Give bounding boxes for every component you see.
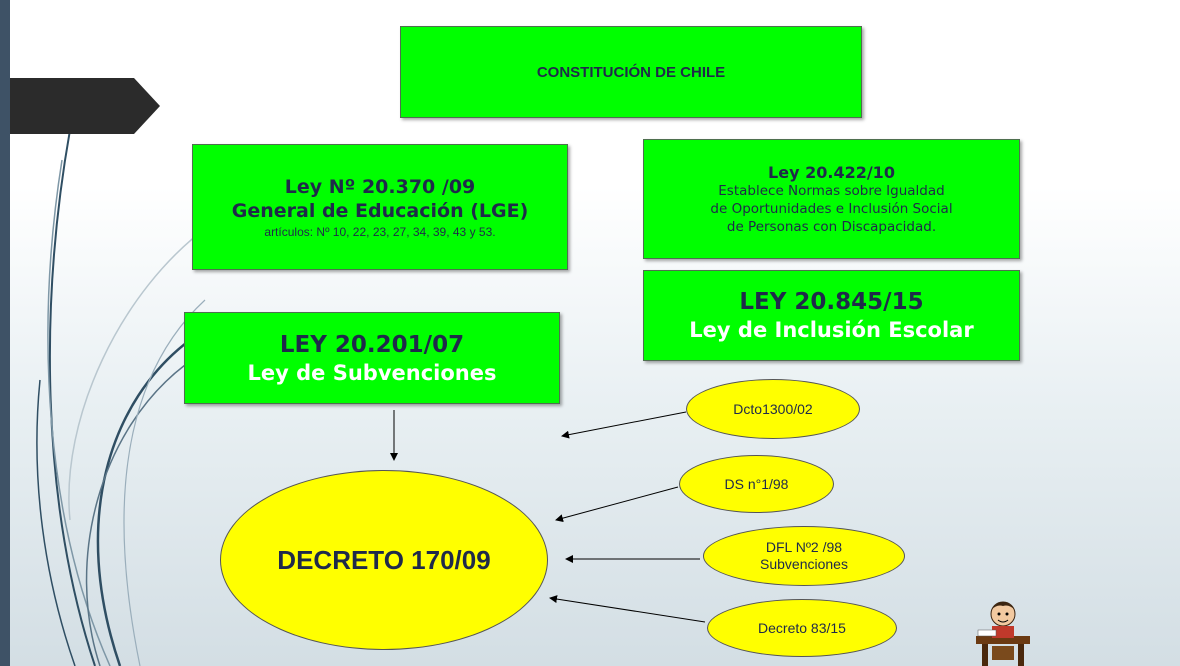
decreto-83-ellipse: Decreto 83/15 xyxy=(707,599,897,657)
decreto-170-label: DECRETO 170/09 xyxy=(277,544,491,575)
left-accent-bar xyxy=(0,0,10,666)
ley-20845-box: LEY 20.845/15 Ley de Inclusión Escolar xyxy=(643,270,1020,361)
dcto-1300-label: Dcto1300/02 xyxy=(733,401,813,417)
constitucion-box: CONSTITUCIÓN DE CHILE xyxy=(400,26,862,118)
decreto-170-ellipse: DECRETO 170/09 xyxy=(220,470,548,650)
ley-20422-desc-line1: Establece Normas sobre Igualdad xyxy=(718,182,945,199)
dfl-2-98-sublabel: Subvenciones xyxy=(760,556,848,572)
ley-20201-box: LEY 20.201/07 Ley de Subvenciones xyxy=(184,312,560,404)
ley-20845-subtitle: Ley de Inclusión Escolar xyxy=(689,318,974,342)
ley-20422-desc-line3: de Personas con Discapacidad. xyxy=(726,218,937,235)
dfl-2-98-ellipse: DFL Nº2 /98 Subvenciones xyxy=(703,526,905,586)
title-banner-shape xyxy=(10,78,160,134)
arrow-ds198-to-decreto170 xyxy=(555,486,679,523)
ds-1-98-label: DS n°1/98 xyxy=(724,476,789,492)
ley-20422-desc-line2: de Oportunidades e Inclusión Social xyxy=(710,200,953,217)
constitucion-label: CONSTITUCIÓN DE CHILE xyxy=(536,63,726,81)
decreto-83-label: Decreto 83/15 xyxy=(758,620,846,636)
ley-20370-box: Ley Nº 20.370 /09 General de Educación (… xyxy=(192,144,568,270)
ley-20370-title: Ley Nº 20.370 /09 xyxy=(284,176,476,198)
ley-20370-articles: artículos: Nº 10, 22, 23, 27, 34, 39, 43… xyxy=(264,225,496,239)
arrow-decreto83-to-decreto170 xyxy=(549,595,706,623)
ds-1-98-ellipse: DS n°1/98 xyxy=(679,455,834,513)
ley-20845-title: LEY 20.845/15 xyxy=(739,289,924,315)
dcto-1300-ellipse: Dcto1300/02 xyxy=(686,379,860,439)
arrow-dcto1300-to-decreto170 xyxy=(561,411,687,439)
decorative-curves xyxy=(36,129,211,666)
ley-20422-title: Ley 20.422/10 xyxy=(768,162,895,182)
ley-20201-subtitle: Ley de Subvenciones xyxy=(247,360,497,385)
student-at-desk-clipart xyxy=(976,601,1030,666)
ley-20370-subtitle: General de Educación (LGE) xyxy=(231,200,529,222)
ley-20201-title: LEY 20.201/07 xyxy=(279,331,465,358)
dfl-2-98-label: DFL Nº2 /98 xyxy=(765,539,843,555)
ley-20422-box: Ley 20.422/10 Establece Normas sobre Igu… xyxy=(643,139,1020,259)
